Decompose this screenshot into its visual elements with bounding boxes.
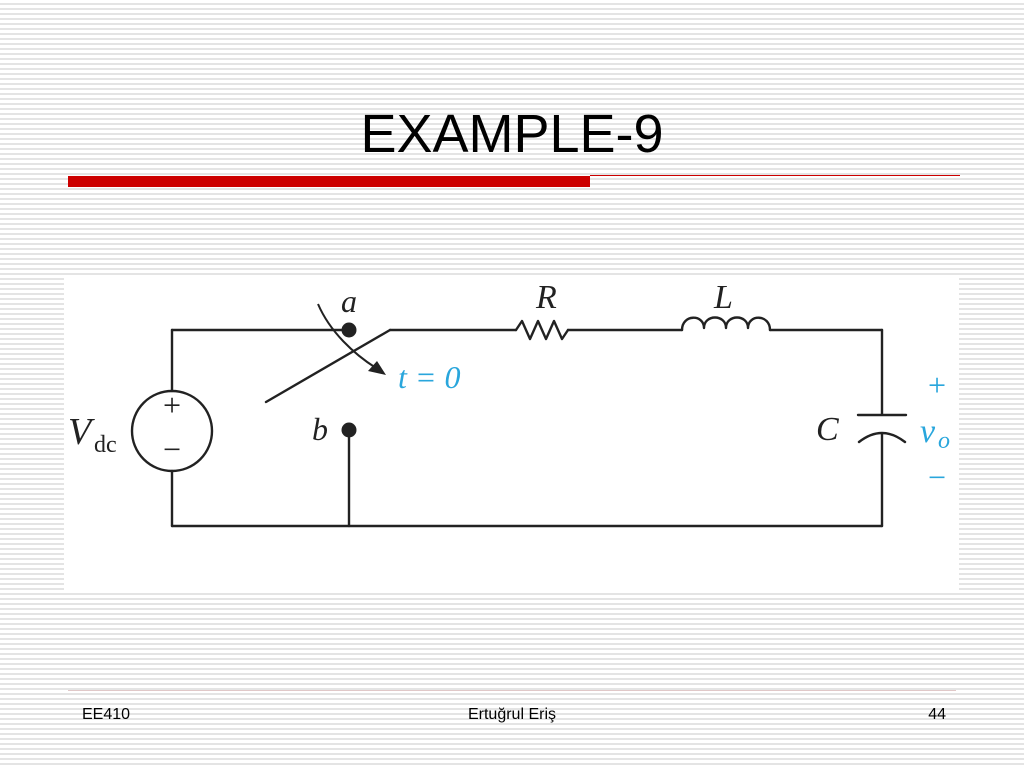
voltage-source-circle — [130, 389, 214, 473]
output-voltage-subscript: o — [938, 428, 950, 454]
footer-divider — [68, 690, 956, 691]
circuit-diagram-panel: + − V dc a b t = 0 R L C + v o − — [64, 276, 959, 590]
inductor-symbol — [680, 316, 772, 332]
source-label-symbol: V — [68, 411, 95, 453]
switch-terminal-a-label: a — [341, 283, 357, 319]
capacitor-label: C — [816, 411, 839, 448]
output-plus-sign: + — [928, 367, 946, 403]
footer-page-number: 44 — [928, 706, 946, 723]
title-underline-thick — [68, 176, 590, 187]
source-plus-sign: + — [163, 387, 181, 423]
source-minus-sign: − — [163, 431, 181, 467]
switch-terminal-b-dot — [341, 422, 357, 438]
resistor-label: R — [535, 279, 557, 316]
title-underline-thin — [590, 175, 960, 176]
inductor-label: L — [713, 279, 733, 316]
footer-course-code: EE410 — [82, 706, 131, 723]
switch-time-label: t = 0 — [398, 359, 460, 395]
slide-title: EXAMPLE-9 — [360, 104, 664, 164]
switch-blade — [264, 328, 392, 404]
rlc-circuit-svg: + − V dc a b t = 0 R L C + v o − — [68, 279, 950, 528]
capacitor-plate-bottom — [857, 431, 907, 444]
switch-terminal-a-dot — [341, 322, 357, 338]
switch-arrow-curve — [317, 303, 377, 369]
footer-author: Ertuğrul Eriş — [467, 706, 557, 723]
output-minus-sign: − — [928, 459, 946, 495]
output-voltage-symbol: v — [920, 413, 936, 450]
switch-terminal-b-label: b — [312, 411, 328, 447]
switch-arrow-head — [368, 361, 386, 375]
resistor-symbol — [514, 319, 570, 341]
source-label-subscript: dc — [94, 432, 117, 458]
